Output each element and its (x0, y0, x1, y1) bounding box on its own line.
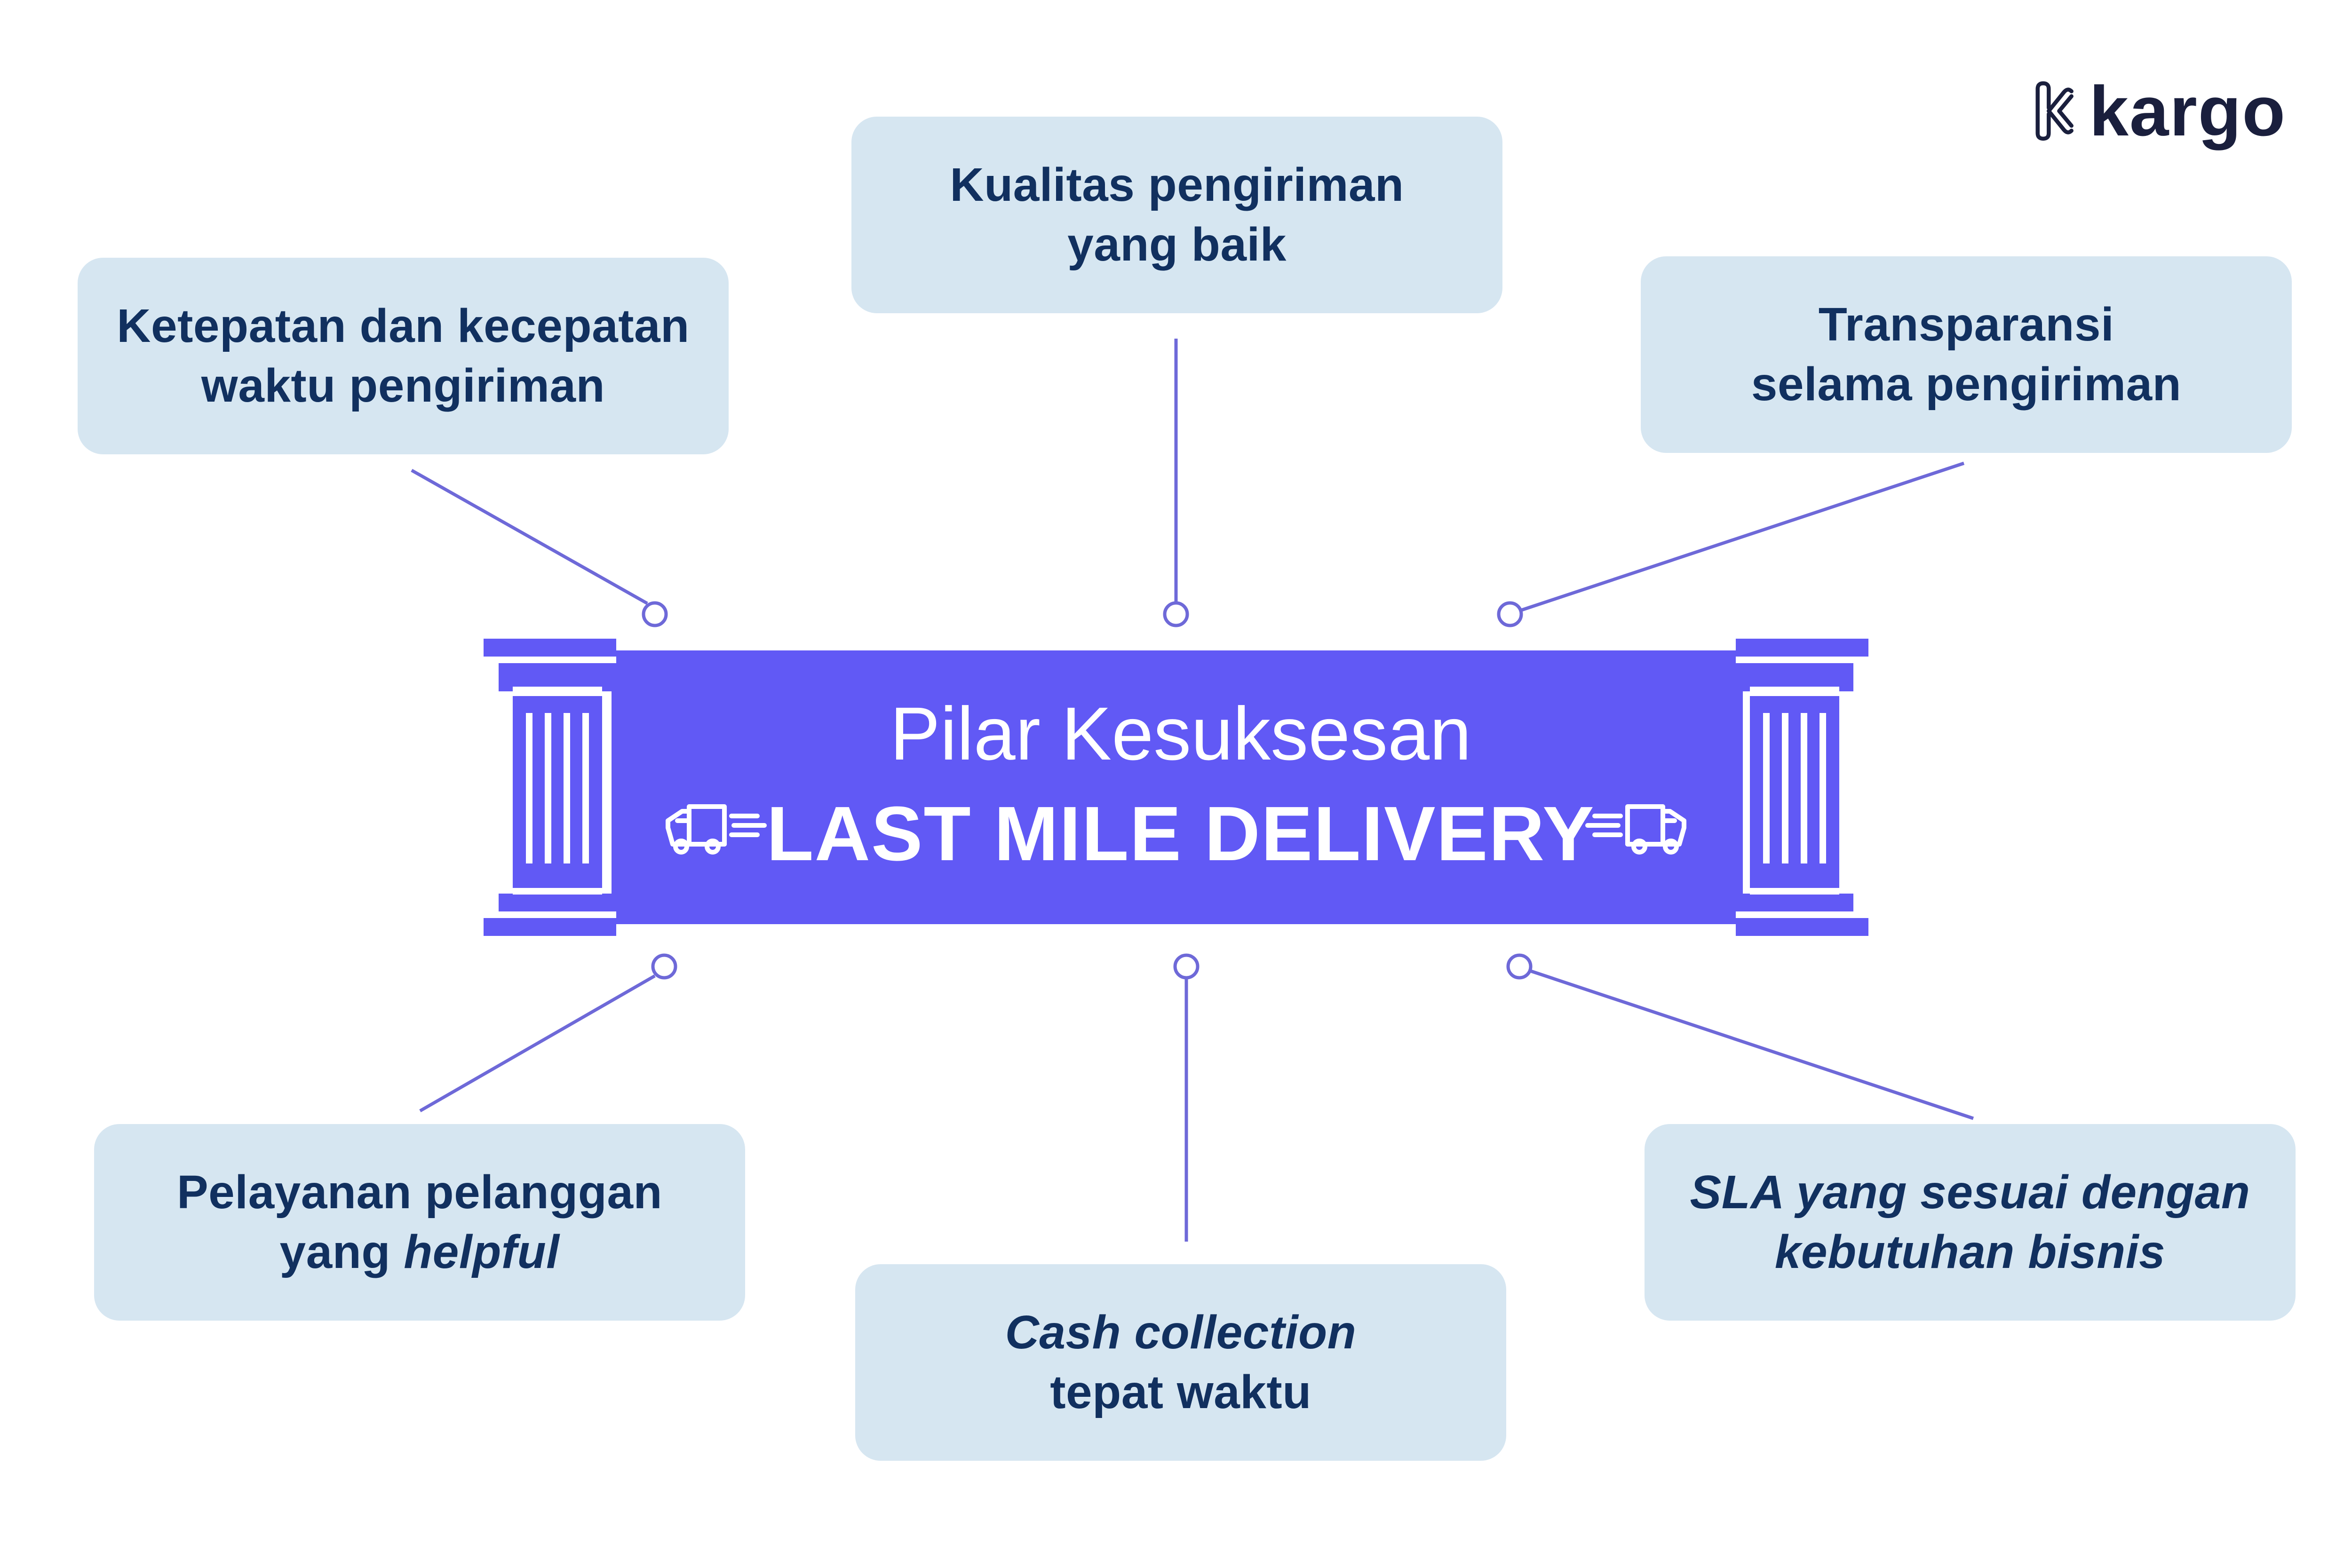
pillar-text-line: kebutuhan bisnis (1774, 1226, 2166, 1278)
pillar-text-italic: helpful (404, 1226, 560, 1278)
delivery-truck-icon (1585, 804, 1686, 855)
pillar-text-line: Pelayanan pelanggan (176, 1166, 663, 1219)
connector-top-left (411, 468, 668, 627)
pillar-text-line: selama pengiriman (1751, 358, 2182, 411)
connector-bottom-left (419, 953, 677, 1113)
pillar-box-transparency: Transparansi selama pengiriman (1641, 256, 2292, 453)
right-pillar-column (1736, 639, 1868, 936)
pillar-box-delivery-quality: Kualitas pengiriman yang baik (851, 117, 1502, 313)
pillar-text-line: Ketepatan dan kecepatan (117, 300, 690, 352)
pillar-box-customer-service: Pelayanan pelanggan yang helpful (94, 1124, 745, 1321)
pillar-box-sla: SLA yang sesuai dengan kebutuhan bisnis (1645, 1124, 2296, 1321)
kargo-k-icon (2035, 81, 2074, 141)
pillar-box-speed-accuracy: Ketepatan dan kecepatan waktu pengiriman (78, 258, 729, 454)
delivery-truck-icon (666, 804, 767, 855)
pillar-text-line: waktu pengiriman (201, 359, 605, 412)
left-pillar-column (484, 639, 616, 936)
pillar-text-plain: yang (279, 1226, 404, 1278)
pillar-text-line: Kualitas pengiriman (950, 158, 1404, 211)
pillar-box-cash-collection: Cash collection tepat waktu (855, 1264, 1506, 1461)
pillar-text-line: yang baik (1067, 218, 1287, 271)
connector-top-center (1163, 339, 1189, 627)
banner-title: Pilar Kesuksesan (890, 691, 1472, 776)
kargo-logo: kargo (2032, 64, 2286, 158)
connector-top-right (1497, 461, 1965, 627)
banner-subtitle: LAST MILE DELIVERY (766, 791, 1595, 877)
connector-bottom-center (1173, 953, 1200, 1242)
pillar-text-line: SLA yang sesuai dengan (1690, 1166, 2250, 1219)
pillar-text-line: tepat waktu (1050, 1366, 1311, 1418)
pillar-text-line: yang helpful (280, 1222, 560, 1282)
banner (484, 639, 1868, 936)
connector-bottom-right (1506, 953, 1974, 1120)
kargo-logo-text: kargo (2089, 71, 2286, 150)
pillar-text-line: Transparansi (1818, 298, 2114, 351)
pillar-text-line: Cash collection (1005, 1306, 1357, 1359)
